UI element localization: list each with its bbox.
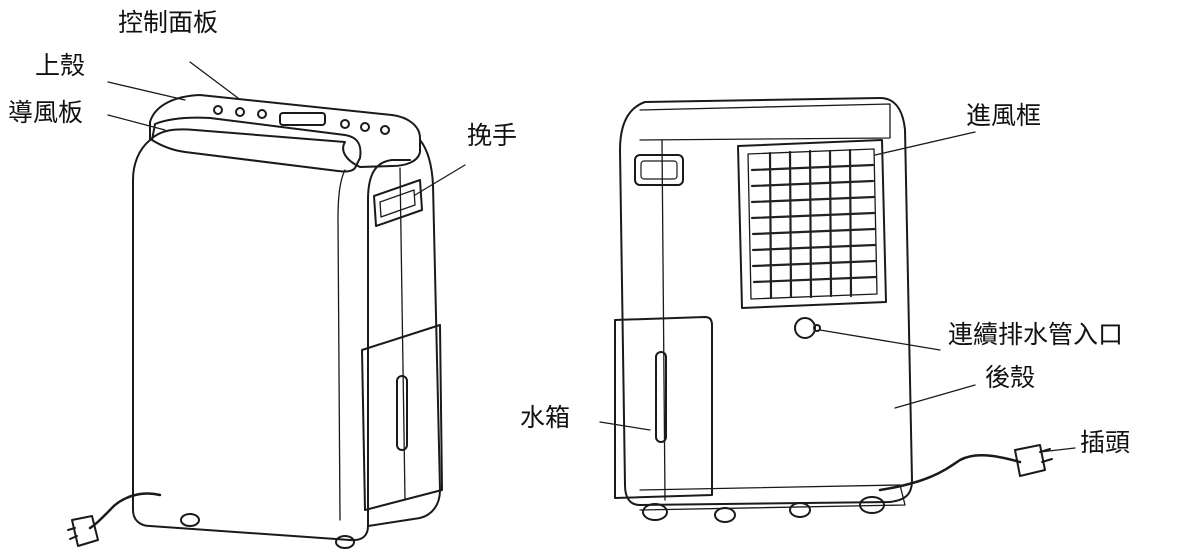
- rear-water-tank: [614, 316, 713, 499]
- label-continuous-drain-inlet: 連續排水管入口: [948, 320, 1124, 349]
- drain-inlet: [794, 317, 816, 339]
- rear-power-cord: [878, 454, 1022, 492]
- rear-bottom-rail: [639, 484, 906, 511]
- rear-handle: [634, 154, 684, 186]
- front-power-cord: [88, 492, 162, 530]
- front-handle: [373, 179, 423, 227]
- front-unit-illustration: [67, 94, 443, 549]
- front-body: [132, 139, 411, 542]
- leader-control-panel: [189, 61, 239, 99]
- label-control-panel: 控制面板: [118, 8, 219, 37]
- front-water-tank: [361, 324, 443, 511]
- leader-air-inlet-frame: [874, 131, 976, 156]
- rear-wheel: [789, 502, 811, 518]
- control-panel-buttons: [213, 105, 390, 135]
- leader-plug: [1039, 447, 1076, 453]
- label-plug: 插頭: [1080, 428, 1131, 457]
- leader-lines: [107, 61, 1076, 453]
- label-upper-shell: 上殼: [35, 51, 86, 80]
- label-rear-shell: 後殼: [985, 363, 1036, 392]
- rear-side-edge: [661, 139, 666, 501]
- leader-upper-shell: [107, 81, 186, 101]
- drain-inlet-nozzle: [813, 324, 821, 332]
- leader-water-tank: [599, 421, 651, 431]
- front-plug-icon: [67, 515, 99, 547]
- label-handle: 挽手: [467, 121, 518, 150]
- leader-rear-shell: [894, 384, 976, 409]
- front-air-deflector: [151, 116, 362, 173]
- rear-wheel: [642, 503, 668, 521]
- front-body-inner-curve: [337, 169, 346, 521]
- rear-unit-illustration: [614, 97, 1053, 523]
- label-air-deflector: 導風板: [8, 98, 84, 127]
- rear-plug-icon: [1014, 444, 1053, 477]
- front-wheel: [180, 513, 200, 527]
- leader-drain-inlet: [819, 329, 941, 351]
- rear-body: [619, 97, 913, 506]
- leader-air-deflector: [107, 114, 166, 131]
- label-air-inlet-frame: 進風框: [966, 101, 1042, 130]
- rear-wheel: [714, 507, 736, 523]
- front-side-inner-edge: [399, 167, 406, 501]
- front-wheel: [335, 535, 355, 549]
- front-top-cap: [149, 94, 421, 168]
- rear-top-band: [639, 103, 891, 141]
- air-inlet-frame: [737, 139, 887, 309]
- rear-wheel: [859, 496, 885, 514]
- label-water-tank: 水箱: [520, 403, 571, 432]
- leader-handle: [414, 164, 466, 196]
